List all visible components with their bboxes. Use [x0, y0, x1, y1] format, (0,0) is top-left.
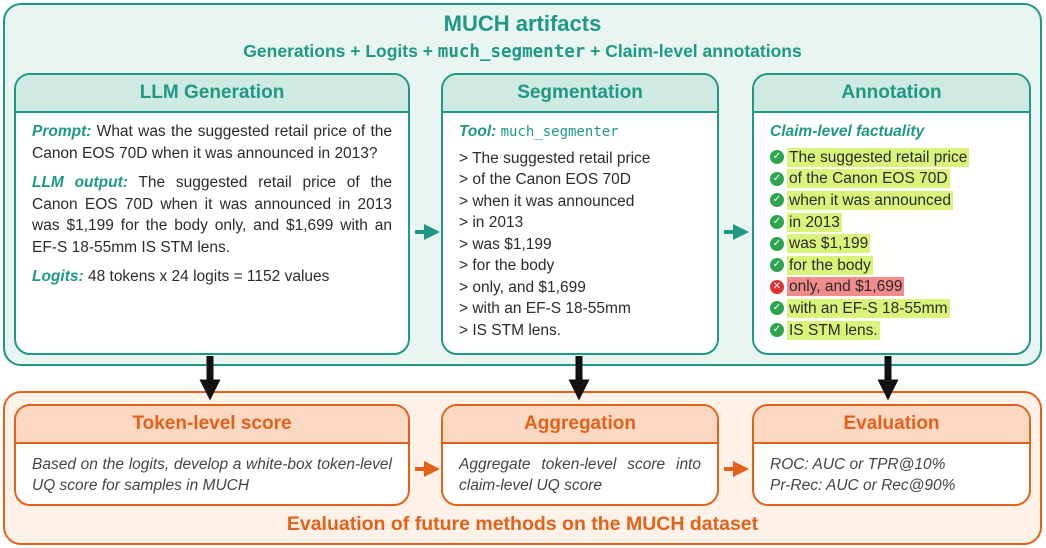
segment-line: > of the Canon EOS 70D: [459, 171, 631, 188]
tool-label: Tool:: [459, 123, 497, 140]
segment-line: > in 2013: [459, 214, 524, 231]
output-text: The suggested retail price of the Canon …: [32, 174, 392, 256]
claim-text: of the Canon EOS 70D: [787, 169, 950, 189]
claim-item: ✓with an EF-S 18-55mm: [770, 298, 1013, 320]
aggregation-text: Aggregate token-level score into claim-l…: [459, 456, 701, 494]
logits-label: Logits:: [32, 268, 84, 285]
check-circle-icon: ✓: [770, 301, 784, 316]
segment-line: > for the body: [459, 257, 555, 274]
token-score-text: Based on the logits, develop a white-box…: [32, 456, 392, 494]
check-circle-icon: ✓: [770, 193, 784, 208]
check-circle-icon: ✓: [770, 171, 784, 186]
claim-item: ✓for the body: [770, 254, 1013, 276]
token-score-title: Token-level score: [16, 406, 408, 444]
prompt-text: What was the suggested retail price of t…: [32, 123, 392, 162]
claim-list: ✓The suggested retail price✓of the Canon…: [770, 147, 1013, 341]
claim-item: ✓of the Canon EOS 70D: [770, 168, 1013, 190]
claim-text: was $1,199: [787, 234, 871, 254]
token-score-card: Token-level score Based on the logits, d…: [14, 404, 410, 506]
check-circle-icon: ✓: [770, 215, 784, 230]
claim-factuality-label: Claim-level factuality: [770, 121, 1013, 143]
claim-text: for the body: [787, 255, 873, 275]
claim-text: The suggested retail price: [787, 147, 970, 167]
check-circle-icon: ✓: [770, 323, 784, 338]
evaluation-card: Evaluation ROC: AUC or TPR@10% Pr-Rec: A…: [752, 404, 1031, 506]
evaluation-title: Evaluation: [754, 406, 1029, 444]
artifacts-subtitle: Generations + Logits + much_segmenter + …: [5, 41, 1040, 62]
tool-name: much_segmenter: [500, 124, 619, 140]
output-paragraph: LLM output: The suggested retail price o…: [32, 172, 392, 258]
llm-generation-card: LLM Generation Prompt: What was the sugg…: [14, 73, 410, 355]
subtitle-tool-name: much_segmenter: [437, 42, 586, 62]
evaluation-body: ROC: AUC or TPR@10% Pr-Rec: AUC or Rec@9…: [754, 444, 1029, 496]
evaluation-panel-title: Evaluation of future methods on the MUCH…: [286, 513, 759, 535]
segment-line: > IS STM lens.: [459, 321, 562, 339]
segmentation-body: Tool: much_segmenter > The suggested ret…: [443, 113, 717, 341]
subtitle-part-1: Generations + Logits +: [243, 41, 438, 61]
claim-text: only, and $1,699: [787, 277, 905, 297]
logits-text: 48 tokens x 24 logits = 1152 values: [83, 268, 330, 285]
llm-generation-body: Prompt: What was the suggested retail pr…: [16, 113, 408, 288]
x-circle-icon: ✕: [770, 279, 784, 294]
segmentation-card: Segmentation Tool: much_segmenter > The …: [441, 73, 719, 355]
evaluation-line-1: ROC: AUC or TPR@10%: [770, 456, 946, 473]
tool-line: Tool: much_segmenter: [459, 121, 701, 144]
subtitle-part-3: + Claim-level annotations: [585, 41, 802, 61]
segment-line: > only, and $1,699: [459, 278, 586, 296]
segment-line: > when it was announced: [459, 192, 635, 210]
segment-line: > The suggested retail price: [459, 149, 651, 167]
claim-item: ✓in 2013: [770, 211, 1013, 233]
logits-paragraph: Logits: 48 tokens x 24 logits = 1152 val…: [32, 266, 392, 288]
claim-item: ✓was $1,199: [770, 233, 1013, 255]
prompt-paragraph: Prompt: What was the suggested retail pr…: [32, 121, 392, 164]
claim-item: ✓when it was announced: [770, 190, 1013, 212]
annotation-card: Annotation Claim-level factuality ✓The s…: [752, 73, 1031, 355]
prompt-label: Prompt:: [32, 123, 92, 140]
aggregation-card: Aggregation Aggregate token-level score …: [441, 404, 719, 506]
artifacts-title: MUCH artifacts: [443, 11, 602, 36]
claim-text: with an EF-S 18-55mm: [787, 298, 950, 318]
aggregation-title: Aggregation: [443, 406, 717, 444]
claim-item: ✕only, and $1,699: [770, 276, 1013, 298]
annotation-title: Annotation: [754, 75, 1029, 113]
segment-line: > was $1,199: [459, 235, 552, 253]
claim-text: when it was announced: [787, 190, 954, 210]
segment-line: > with an EF-S 18-55mm: [459, 300, 631, 317]
claim-text: in 2013: [787, 212, 842, 232]
segment-list: > The suggested retail price > of the Can…: [459, 148, 701, 342]
annotation-body: Claim-level factuality ✓The suggested re…: [754, 113, 1029, 341]
claim-factuality-text: Claim-level factuality: [770, 123, 925, 140]
llm-generation-title: LLM Generation: [16, 75, 408, 113]
segmentation-title: Segmentation: [443, 75, 717, 113]
check-circle-icon: ✓: [770, 258, 784, 273]
check-circle-icon: ✓: [770, 150, 784, 165]
claim-item: ✓IS STM lens.: [770, 319, 1013, 341]
output-label: LLM output:: [32, 174, 128, 191]
evaluation-line-2: Pr-Rec: AUC or Rec@90%: [770, 477, 956, 494]
claim-text: IS STM lens.: [787, 320, 880, 340]
check-circle-icon: ✓: [770, 236, 784, 251]
claim-item: ✓The suggested retail price: [770, 147, 1013, 169]
